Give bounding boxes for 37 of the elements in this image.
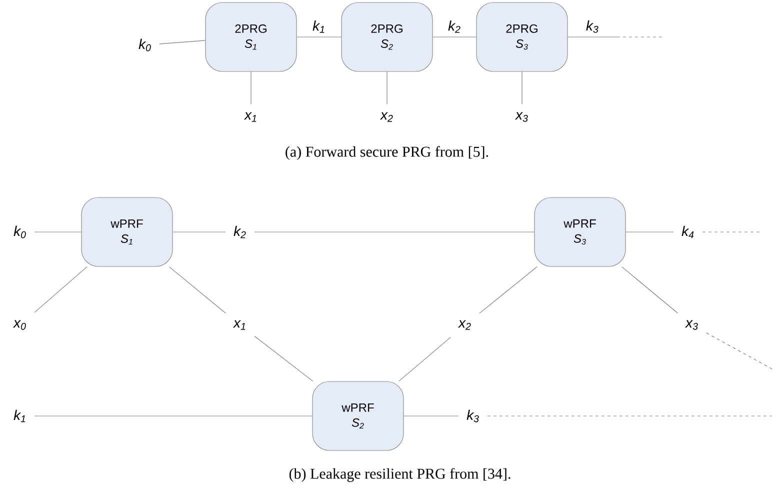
connector-line xyxy=(34,266,88,313)
variable-label: x$_{3}$ xyxy=(514,112,528,122)
connector-line xyxy=(386,72,388,105)
edge-label: k$_{3}$ xyxy=(586,20,598,33)
connector-line xyxy=(568,36,618,38)
variable-label: k$_{3}$ xyxy=(466,410,479,422)
connector-line xyxy=(398,337,451,382)
process-box: wPRF S$_{3}$ xyxy=(534,197,626,267)
variable-label: k$_{0}$ xyxy=(138,38,151,52)
edge-label: k$_{1}$ xyxy=(312,20,324,33)
process-box: 2PRG S$_{3}$ xyxy=(476,2,568,72)
connector-line xyxy=(250,72,252,105)
connector-line xyxy=(296,36,342,38)
variable-label: x$_{1}$ xyxy=(232,320,246,330)
variable-label: x$_{2}$ xyxy=(380,112,393,122)
process-box: 2PRG S$_{1}$ xyxy=(205,2,297,72)
variable-label: x$_{1}$ xyxy=(244,112,256,122)
variable-label: k$_{1}$ xyxy=(14,410,26,422)
variable-label: k$_{0}$ xyxy=(14,226,26,238)
variable-label: x$_{0}$ xyxy=(12,320,26,330)
caption: (a) Forward secure PRG from [5]. xyxy=(286,146,488,160)
connector-line xyxy=(479,266,538,314)
variable-label: x$_{3}$ xyxy=(684,320,698,330)
process-box: wPRF S$_{2}$ xyxy=(312,381,404,451)
process-box: 2PRG S$_{2}$ xyxy=(341,2,433,72)
connector-line xyxy=(159,40,206,44)
process-box: wPRF S$_{1}$ xyxy=(81,197,173,267)
caption: (b) Leakage resilient PRG from [34]. xyxy=(289,468,510,482)
edge-label: k$_{2}$ xyxy=(448,20,460,33)
connector-line xyxy=(622,266,678,314)
variable-label: k$_{4}$ xyxy=(682,226,694,238)
connector-line xyxy=(706,332,774,370)
variable-label: x$_{2}$ xyxy=(458,320,471,330)
connector-line xyxy=(254,336,314,382)
variable-label: k$_{2}$ xyxy=(234,226,246,238)
connector-line xyxy=(432,36,476,38)
connector-line xyxy=(168,266,226,314)
